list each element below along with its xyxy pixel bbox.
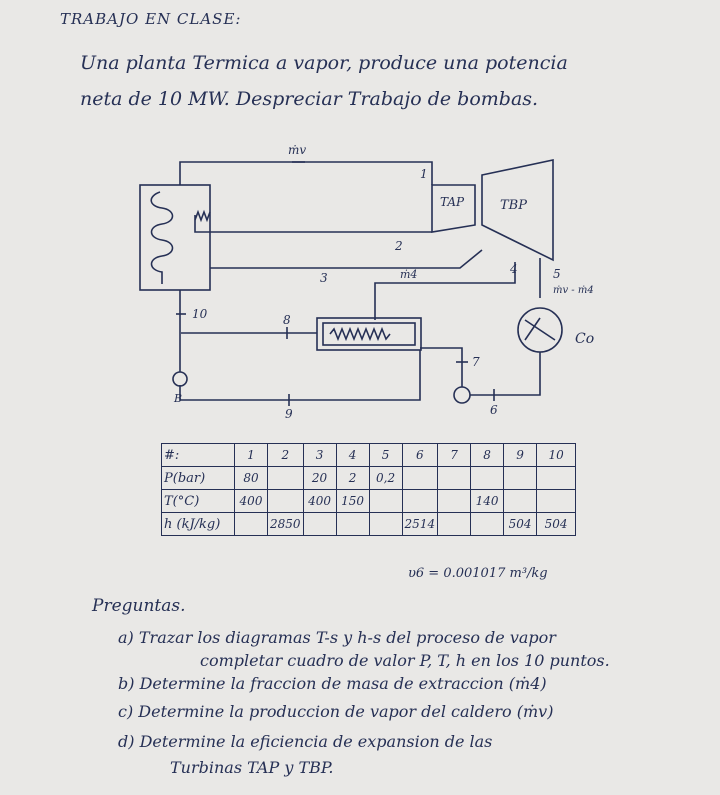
table-row: P(bar) 80 20 2 0,2 [161, 466, 577, 490]
problem-statement: Una planta Termica a vapor, produce una … [80, 45, 680, 117]
table-cell: P(bar) [161, 466, 235, 490]
feedwater-heater-inner [322, 322, 416, 346]
table-header-cell: 2 [267, 443, 304, 467]
table-cell [267, 466, 304, 490]
question-a-line-2: completar cuadro de valor P, T, h en los… [200, 651, 610, 670]
condenser-symbol [524, 317, 556, 341]
label-point-8: 8 [283, 313, 291, 327]
question-b: b) Determine la fraccion de masa de extr… [118, 674, 547, 693]
extraction-line-4 [374, 262, 516, 320]
question-d-line-1: d) Determine la eficiencia de expansion … [118, 732, 493, 751]
table-cell: 504 [503, 512, 538, 536]
label-pump-b: B [173, 392, 182, 405]
table-cell [536, 489, 577, 513]
label-tbp: TBP [500, 198, 527, 213]
table-header-cell: 10 [536, 443, 577, 467]
label-m4: ṁ4 [400, 268, 417, 281]
table-cell: 0,2 [368, 466, 403, 490]
label-point-1: 1 [420, 167, 428, 181]
heater-coil [329, 326, 391, 342]
main-steam-line [179, 161, 433, 185]
turbine-tap [431, 184, 476, 233]
statement-line-2: neta de 10 MW. Despreciar Trabajo de bom… [80, 88, 539, 110]
table-cell [437, 489, 472, 513]
table-header-cell: 8 [470, 443, 505, 467]
table-header-cell: 5 [368, 443, 403, 467]
question-d-line-2: Turbinas TAP y TBP. [170, 758, 334, 777]
table-cell [401, 489, 439, 513]
table-cell [503, 489, 538, 513]
label-point-5: 5 [553, 267, 561, 281]
table-header-cell: 4 [335, 443, 370, 467]
label-co: Co [575, 331, 594, 347]
table-cell [437, 466, 472, 490]
reheat-return-line-2 [194, 215, 432, 233]
table-cell: T(°C) [161, 489, 235, 513]
table-header-cell: #: [161, 443, 235, 467]
table-header-cell: 1 [234, 443, 268, 467]
label-mv: ṁv [288, 143, 306, 157]
table-cell [335, 512, 370, 536]
table-cell [470, 512, 505, 536]
table-row: h (kJ/kg) 2850 2514 504 504 [161, 512, 577, 536]
table-cell [368, 489, 403, 513]
table-row: T(°C) 400 400 150 140 [161, 489, 577, 513]
table-cell [503, 466, 538, 490]
table-cell: 2850 [267, 512, 304, 536]
table-cell: 400 [234, 489, 268, 513]
label-point-3: 3 [320, 271, 328, 285]
questions-heading: Preguntas. [92, 596, 186, 616]
table-header-cell: 3 [302, 443, 337, 467]
label-point-4: 4 [509, 262, 518, 276]
label-point-10: 10 [192, 307, 208, 321]
condensate-line-6 [470, 352, 541, 396]
table-cell [267, 489, 304, 513]
drain-line-9 [179, 350, 421, 401]
boiler [139, 184, 211, 291]
label-point-9: 9 [285, 407, 293, 421]
table-cell [401, 466, 439, 490]
label-point-6: 6 [490, 403, 498, 417]
question-c: c) Determine la produccion de vapor del … [118, 702, 554, 721]
table-cell [470, 466, 505, 490]
feedwater-heater [316, 317, 422, 351]
table-cell [368, 512, 403, 536]
table-cell: 150 [335, 489, 370, 513]
table-cell: 20 [302, 466, 337, 490]
question-a-line-1: a) Trazar los diagramas T-s y h-s del pr… [118, 628, 556, 647]
label-point-7: 7 [472, 355, 480, 369]
table-cell: 140 [470, 489, 505, 513]
reheater-coil [194, 209, 211, 223]
statement-line-1: Una planta Termica a vapor, produce una … [80, 52, 568, 74]
table-header-cell: 9 [503, 443, 538, 467]
table-header-row: #: 1 2 3 4 5 6 7 8 9 10 [161, 443, 577, 467]
table-cell [234, 512, 268, 536]
table-cell: 2514 [401, 512, 439, 536]
table-header-cell: 7 [437, 443, 472, 467]
table-cell [437, 512, 472, 536]
pump-1 [453, 386, 471, 404]
table-cell: 504 [536, 512, 577, 536]
state-table: #: 1 2 3 4 5 6 7 8 9 10 P(bar) 80 20 2 0… [161, 443, 577, 536]
table-cell [302, 512, 337, 536]
table-header-cell: 6 [401, 443, 439, 467]
label-tap: TAP [440, 195, 465, 209]
table-cell: 80 [234, 466, 268, 490]
pump-b [172, 371, 188, 387]
table-cell [536, 466, 577, 490]
table-cell: h (kJ/kg) [161, 512, 235, 536]
boiler-coil [150, 191, 174, 284]
table-cell: 2 [335, 466, 370, 490]
reheat-line-3 [210, 249, 483, 269]
label-point-2: 2 [394, 239, 403, 253]
worksheet-title: TRABAJO EN CLASE: [60, 10, 242, 28]
specific-volume-note: υ6 = 0.001017 m³/kg [408, 566, 548, 581]
table-cell: 400 [302, 489, 337, 513]
label-5-flow: ṁv - ṁ4 [553, 285, 594, 296]
turbine-tbp [481, 159, 554, 262]
feed-line-7 [420, 347, 463, 387]
